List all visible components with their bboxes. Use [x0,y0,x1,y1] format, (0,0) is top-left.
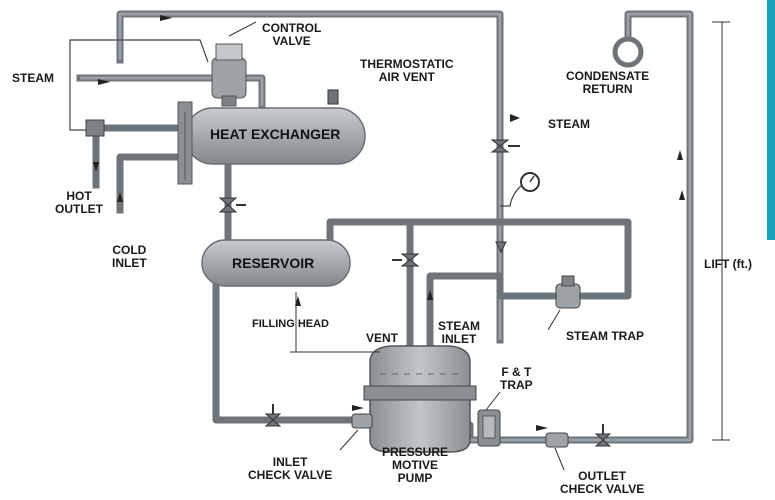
vent-label: VENT [366,331,399,345]
control-valve-label: CONTROL VALVE [262,22,321,48]
filling-head-label: FILLING HEAD [252,318,329,330]
condensate-return-label: CONDENSATE RETURN [566,70,649,96]
flow-arrows [93,15,685,431]
control-valve-icon [211,21,257,107]
steam-valve-icon [490,139,520,153]
reservoir-label: RESERVOIR [232,255,315,271]
heat-exchanger-label: HEAT EXCHANGER [210,126,341,142]
thermo-vent-line2: AIR VENT [378,70,435,84]
ft-trap-line1: F & T [501,365,532,379]
steam-right-label: STEAM [548,117,590,131]
strainer-icon [495,241,507,254]
control-valve-label-line2: VALVE [272,34,311,48]
inlet-check-line2: CHECK VALVE [248,468,333,482]
hot-outlet-line1: HOT [66,189,92,203]
condensate-line2: RETURN [582,82,633,96]
cold-inlet-line1: COLD [112,243,147,257]
steam-trap-icon [547,275,581,331]
vent-valve-icon [392,253,420,267]
cold-inlet-pipe [116,153,189,214]
steam-supply-pipe [116,10,504,344]
ft-trap-line2: TRAP [500,378,533,392]
cold-inlet-label: COLD INLET [112,244,147,270]
outlet-check-line1: OUTLET [578,469,627,483]
steam-trap-label: STEAM TRAP [566,329,644,343]
pressure-motive-pump-label: PRESSURE MOTIVE PUMP [382,446,448,485]
pmp-line2: MOTIVE [392,458,439,472]
pressure-motive-pump [363,345,477,453]
pressure-gauge-icon [500,172,540,207]
steam-inlet-label: STEAM INLET [438,320,480,346]
pilot-line [69,39,209,95]
outlet-union [85,119,105,137]
hot-outlet-label: HOT OUTLET [55,190,103,216]
pump-inlet-pipe [212,276,359,424]
outlet-valve-icon [594,424,612,447]
inlet-check-line1: INLET [272,455,308,469]
thermostatic-air-vent-icon [327,89,339,105]
outlet-check-valve-icon [545,432,569,471]
accent-bar [767,0,775,240]
vent-loop-pipe [326,218,632,300]
heat-exchanger [177,101,366,185]
outlet-check-valve-label: OUTLET CHECK VALVE [560,470,644,496]
inlet-valve-icon [264,404,282,427]
inlet-check-valve-icon [339,413,373,451]
steam-inlet-line2: INLET [441,332,477,346]
filling-head-dimension [290,292,380,353]
ft-trap-label: F & T TRAP [500,366,533,392]
thermo-vent-line1: THERMOSTATIC [360,57,454,71]
sensing-line [69,95,90,131]
reservoir [201,239,351,287]
pmp-line3: PUMP [397,471,433,485]
hot-outlet-line2: OUTLET [55,202,103,216]
control-valve-label-line1: CONTROL [262,21,322,35]
inlet-check-valve-label: INLET CHECK VALVE [248,456,332,482]
ft-trap-icon [477,391,501,447]
steam-left-label: STEAM [12,71,54,85]
lift-label: LIFT (ft.) [704,257,752,271]
drain-valve-icon [218,197,246,213]
pmp-line1: PRESSURE [382,445,449,459]
steam-inlet-pipe [426,272,560,366]
cold-inlet-line2: INLET [112,256,147,270]
thermostatic-air-vent-label: THERMOSTATIC AIR VENT [360,58,454,84]
condensate-return-icon [612,36,644,68]
outlet-check-line2: CHECK VALVE [560,482,645,496]
lift-dimension [712,21,730,441]
steam-header-pipe [76,74,266,110]
steam-inlet-line1: STEAM [438,319,480,333]
condensate-line1: CONDENSATE [566,69,650,83]
